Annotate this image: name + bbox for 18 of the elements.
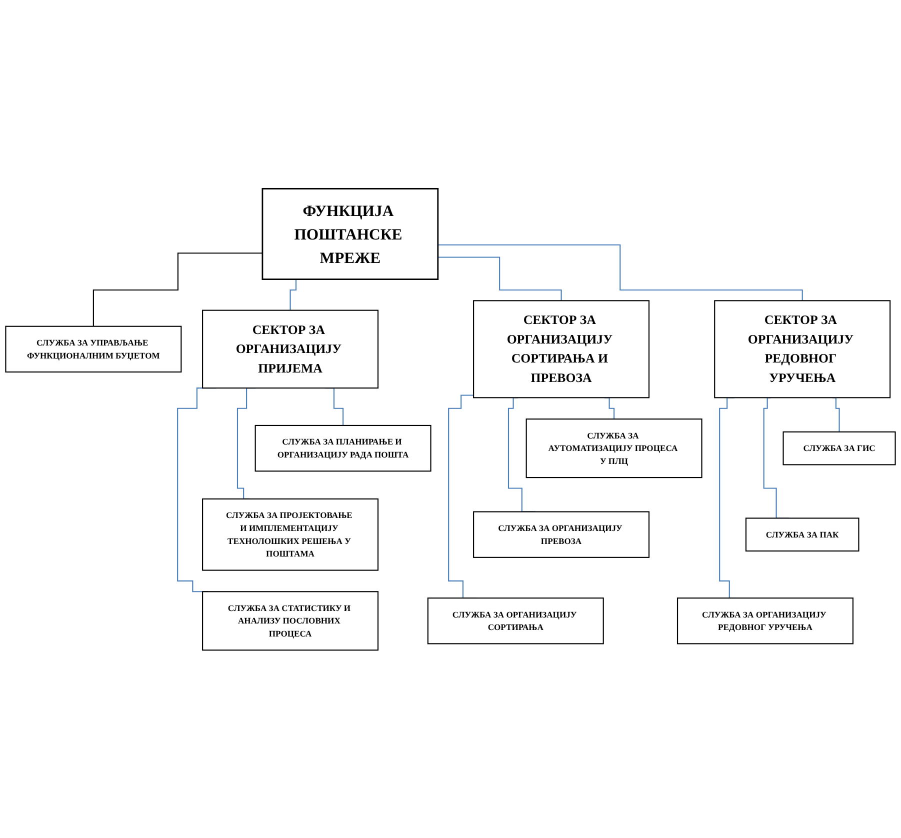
- connector: [92, 252, 262, 326]
- connector: [438, 256, 562, 301]
- node-box: СЛУЖБА ЗА ОРГАНИЗАЦИЈУ РЕДОВНОГ УРУЧЕЊА: [676, 597, 854, 644]
- node-box: СЕКТОР ЗА ОРГАНИЗАЦИЈУ ПРИЈЕМА: [202, 309, 379, 388]
- node-box: СЛУЖБА ЗА УПРАВЉАЊЕ ФУНКЦИОНАЛНИМ БУЏЕТОМ: [5, 325, 182, 372]
- node-box: СЛУЖБА ЗА ОРГАНИЗАЦИЈУ ПРЕВОЗА: [473, 510, 650, 558]
- connector: [832, 396, 840, 432]
- node-box: СЛУЖБА ЗА ПРОЈЕКТОВАЊЕ И ИМПЛЕМЕНТАЦИЈУ ТЕХНОЛОШКИХ РЕШЕЊА У ПОШТАМА: [202, 498, 379, 570]
- node-box: ФУНКЦИЈА ПОШТАНСКЕ МРЕЖЕ: [262, 188, 439, 280]
- node-box: СЛУЖБА ЗА АУТОМАТИЗАЦИЈУ ПРОЦЕСА У ПЛЦ: [526, 418, 702, 478]
- connector: [438, 244, 803, 301]
- node-box: СЛУЖБА ЗА СТАТИСТИКУ И АНАЛИЗУ ПОСЛОВНИХ ПРОЦЕСА: [202, 590, 379, 650]
- node-box: СЕКТОР ЗА ОРГАНИЗАЦИЈУ СОРТИРАЊА И ПРЕВОЗА: [473, 300, 650, 398]
- node-box: СЕКТОР ЗА ОРГАНИЗАЦИЈУ РЕДОВНОГ УРУЧЕЊА: [714, 300, 891, 398]
- node-box: СЛУЖБА ЗА ОРГАНИЗАЦИЈУ СОРТИРАЊА: [427, 597, 604, 644]
- node-box: СЛУЖБА ЗА ПАК: [745, 517, 860, 552]
- node-box: СЛУЖБА ЗА ПЛАНИРАЊЕ И ОРГАНИЗАЦИЈУ РАДА ПОШТА: [254, 424, 432, 472]
- node-box: СЛУЖБА ЗА ГИС: [782, 430, 896, 465]
